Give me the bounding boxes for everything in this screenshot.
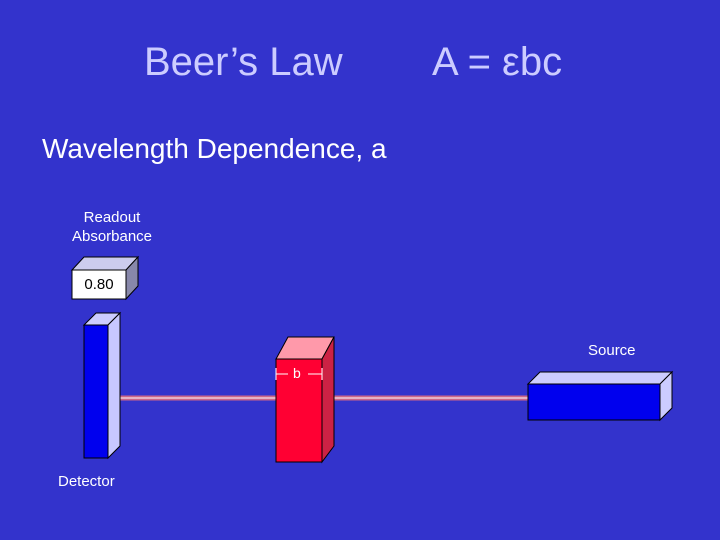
beer-law-equation: A = εbc (432, 40, 563, 84)
readout-display (70, 255, 140, 301)
light-source-block (526, 370, 674, 422)
readout-label: Readout Absorbance (66, 208, 158, 246)
source-label: Source (588, 342, 636, 359)
readout-label-line2: Absorbance (71, 228, 153, 245)
path-length-label: b (293, 365, 301, 381)
sample-cuvette (275, 336, 335, 464)
absorbance-value: 0.80 (84, 276, 114, 293)
readout-label-line1: Readout (83, 209, 141, 226)
slide-title: Beer’s Law (144, 40, 343, 84)
detector-label: Detector (58, 473, 115, 490)
slide-subtitle: Wavelength Dependence, a (42, 133, 387, 164)
detector-block (82, 311, 122, 460)
